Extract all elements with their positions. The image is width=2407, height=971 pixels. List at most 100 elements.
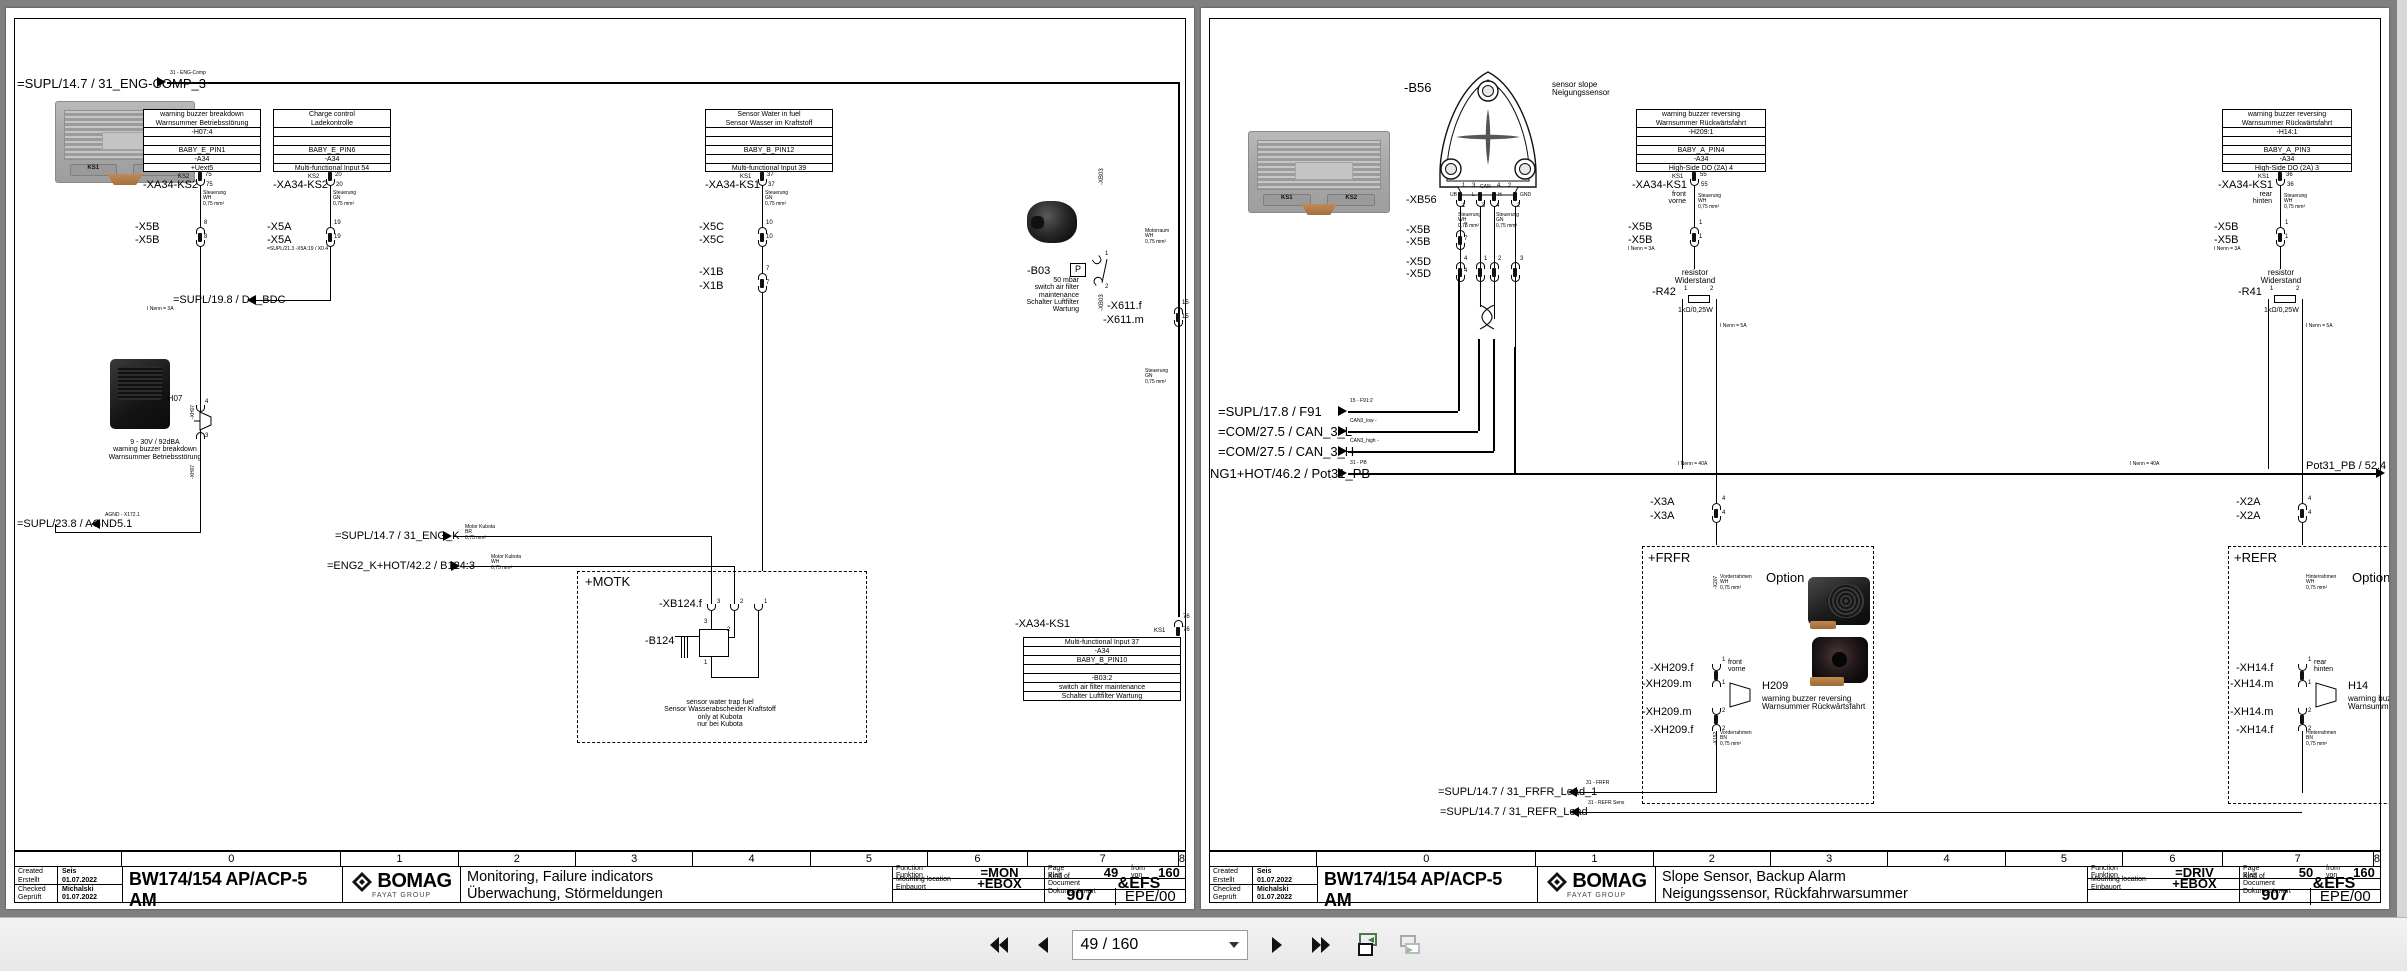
dbox-row-text: BABY_E_PIN6 — [274, 146, 390, 155]
dbox-row-text: warning buzzer reversing — [2247, 111, 2327, 118]
ruler-cell: 5 — [811, 852, 929, 866]
xref-label-can3-h[interactable]: =COM/27.5 / CAN_3_H — [1218, 444, 1355, 459]
terminal-arc — [1511, 262, 1520, 269]
wire — [711, 657, 712, 677]
chevron-down-icon[interactable] — [1228, 941, 1239, 948]
previous-page-button[interactable] — [1028, 930, 1058, 960]
dbox-row-blank — [706, 155, 832, 164]
terminal-pin-num: 4 — [1464, 268, 1468, 274]
terminal-arc — [1712, 664, 1721, 671]
page-50[interactable]: KS1 KS2 -B56 — [1201, 8, 2389, 909]
terminal-arc — [758, 286, 767, 293]
xref-label-f91[interactable]: =SUPL/17.8 / F91 — [1218, 404, 1322, 419]
revision-code: EPE/00 — [1114, 887, 1186, 905]
last-page-button[interactable] — [1306, 930, 1336, 960]
terminal-label-xh209m-2: -XH209.m — [1642, 706, 1692, 718]
terminal-arc — [754, 604, 763, 611]
xref-label-eng-k[interactable]: =SUPL/14.7 / 31_ENG_K — [335, 530, 460, 542]
terminal-pin-num: 15 — [1182, 300, 1189, 306]
terminal-pin — [1692, 233, 1696, 242]
xref-label-pot31-pb-in[interactable]: NG1+HOT/46.2 / Pot31_PB — [1210, 466, 1371, 481]
from-label-de: von — [2326, 872, 2338, 880]
terminal-arc — [196, 179, 205, 186]
xref-label-can3-l[interactable]: =COM/27.5 / CAN_3_L — [1218, 424, 1353, 439]
terminal-arc — [758, 179, 767, 186]
wire — [1576, 792, 1716, 793]
pin-label-l: L — [1472, 192, 1475, 198]
terminal-arc — [326, 227, 335, 234]
terminal-label-xh209m-1: -XH209.m — [1642, 678, 1692, 690]
terminal-label-x5a-a: -X5A — [267, 221, 292, 233]
pin-side-label: KS2 — [308, 174, 320, 180]
pin-side-label: KS2 — [178, 174, 190, 180]
terminal-pin-num: 15 — [1182, 314, 1189, 320]
wire — [734, 611, 735, 638]
vertical-scrollbar[interactable] — [2397, 0, 2407, 917]
first-page-button[interactable] — [984, 930, 1014, 960]
terminal-label-x5b-r2b: -X5B — [2214, 234, 2239, 246]
wire — [1694, 247, 1695, 269]
desc-de: Neigungssensor — [1552, 88, 1610, 98]
terminal-arc — [1174, 307, 1183, 314]
terminal-arc — [196, 432, 205, 439]
checked-label-en: Checked — [18, 885, 46, 893]
terminal-arc — [1511, 275, 1520, 282]
fit-page-button[interactable] — [1350, 930, 1380, 960]
pin-number-bottom: 36 — [2287, 182, 2294, 188]
wire — [255, 300, 331, 301]
doc-label-en: Kind of Document — [2243, 872, 2275, 888]
component-desc-h07: 9 - 30V / 92dBA warning buzzer breakdown… — [75, 439, 235, 461]
terminal-pin-num: 4 — [2308, 496, 2312, 502]
xref-label-frfr-load[interactable]: =SUPL/14.7 / 31_FRFR_Load_1 — [1438, 786, 1598, 798]
page-49[interactable]: =SUPL/14.7 / 31_ENG-COMP_3 31 - ENG-Comp… — [6, 8, 1194, 909]
dbox-row-text: +Uext5 — [190, 165, 214, 172]
doc-label-de: Dokumentenart — [2243, 887, 2291, 895]
xref-label-pot31-pb-out[interactable]: Pot31_PB / 52.4 — [2306, 460, 2387, 472]
position-label-rear-h14: rear hinten — [2314, 659, 2333, 674]
terminal-pin-num: 1 — [1699, 234, 1703, 240]
dbox-row-text: -A34 — [274, 155, 390, 164]
terminal-pin — [198, 172, 202, 181]
wire — [684, 636, 685, 658]
component-h07-buzzer-photo — [110, 359, 170, 429]
page-number: 50 — [2298, 864, 2314, 880]
terminal-arc — [1690, 179, 1699, 186]
xref-label-b124-3[interactable]: =ENG2_K+HOT/42.2 / B124:3 — [327, 560, 475, 572]
wire-note-x5a: =SUPL/21.3 -X5A:19 / X0.4 — [267, 246, 329, 252]
component-b03-photo — [1027, 201, 1077, 243]
terminal-arc — [1174, 320, 1183, 327]
pin-label-gnd: GND — [1520, 192, 1532, 198]
wire — [1458, 273, 1460, 411]
ruler-cell: 4 — [1888, 852, 2006, 866]
twisted-pair-icon — [1479, 305, 1495, 330]
ruler-cell: 5 — [2006, 852, 2124, 866]
dbox-row-text: -A34 — [2223, 155, 2351, 164]
terminal-arc — [2276, 179, 2285, 186]
xref-label-d-bdc[interactable]: =SUPL/19.8 / D+_BDC — [173, 294, 286, 306]
buzzer-symbol-icon — [194, 411, 212, 431]
next-page-button[interactable] — [1262, 930, 1292, 960]
terminal-pin — [328, 233, 332, 242]
xref-label-refr-load[interactable]: =SUPL/14.7 / 31_REFR_Load — [1440, 806, 1588, 818]
terminal-arc — [326, 240, 335, 247]
doc-kind-value: &EFS — [1117, 874, 1161, 892]
component-desc-r42: resistor Widerstand — [1640, 268, 1750, 286]
page-number-input[interactable]: 49 / 160 — [1071, 929, 1248, 960]
wire — [1716, 731, 1717, 793]
terminal-arc — [196, 227, 205, 234]
terminal-arc — [1456, 262, 1465, 269]
pin-number-top: 55 — [1700, 172, 1707, 178]
function-label-de: Funktion — [2091, 872, 2118, 880]
ruler-cell: 6 — [2123, 852, 2223, 866]
dbox-row-blank — [706, 137, 832, 146]
rotate-view-button[interactable] — [1394, 930, 1424, 960]
xref-label-agnd5-1[interactable]: =SUPL/23.8 / AGND5.1 — [17, 518, 133, 530]
